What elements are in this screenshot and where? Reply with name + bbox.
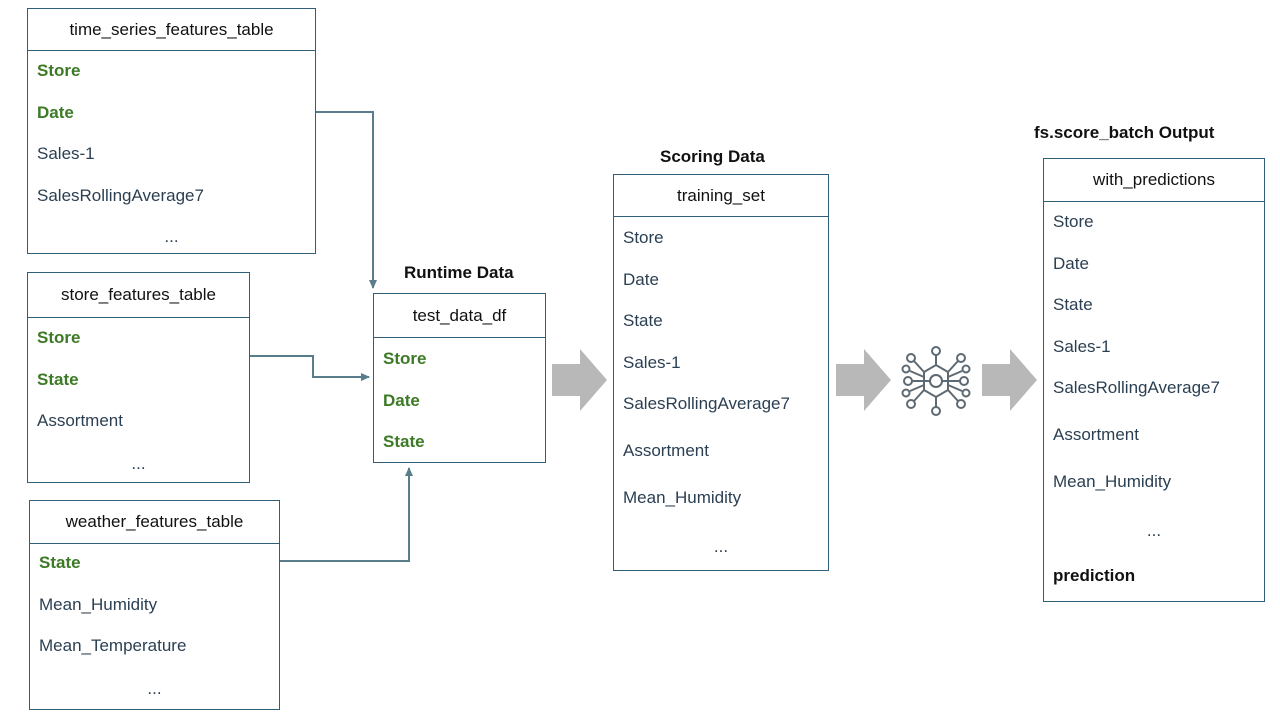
table-row: State — [383, 432, 425, 451]
table-row: Assortment — [37, 411, 123, 430]
table-row: Assortment — [623, 441, 709, 460]
test-data-df-table: test_data_df Store Date State — [373, 293, 546, 463]
table-row: Store — [623, 228, 664, 247]
neural-network-icon — [901, 346, 971, 416]
flow-arrow-1 — [552, 349, 607, 411]
with-predictions-table: with_predictions Store Date State Sales-… — [1043, 158, 1265, 602]
table-row: SalesRollingAverage7 — [623, 394, 790, 413]
table-title: time_series_features_table — [28, 9, 315, 51]
table-row: SalesRollingAverage7 — [37, 186, 204, 205]
table-row: Mean_Temperature — [39, 636, 187, 655]
table-row: Assortment — [1053, 425, 1139, 444]
table-row: Date — [1053, 254, 1089, 273]
table-title: weather_features_table — [30, 501, 279, 544]
flow-arrow-2 — [836, 349, 891, 411]
table-row: Mean_Humidity — [623, 488, 742, 507]
table-row: State — [623, 311, 663, 330]
table-row: Store — [383, 349, 427, 368]
weather-features-table: weather_features_table State Mean_Humidi… — [29, 500, 280, 710]
table-row: State — [39, 553, 81, 572]
table-row: Date — [383, 391, 420, 410]
prediction-row: prediction — [1053, 566, 1136, 585]
table-row: ... — [164, 227, 179, 246]
table-row: Mean_Humidity — [39, 595, 158, 614]
table-row: State — [37, 370, 79, 389]
table-row: Mean_Humidity — [1053, 472, 1172, 491]
connector-store-to-runtime — [250, 355, 370, 381]
table-row: Sales-1 — [37, 144, 95, 163]
table-title: training_set — [614, 175, 828, 217]
table-row: Sales-1 — [623, 353, 681, 372]
connector-weather-to-runtime — [280, 467, 413, 562]
table-title: with_predictions — [1044, 159, 1264, 202]
scoring-data-heading: Scoring Data — [660, 147, 765, 166]
store-features-table: store_features_table Store State Assortm… — [27, 272, 250, 483]
table-row: Store — [37, 61, 81, 80]
table-row: ... — [131, 454, 146, 473]
table-row: Date — [623, 270, 659, 289]
flow-arrow-3 — [982, 349, 1037, 411]
connector-time-series-to-runtime — [316, 111, 377, 289]
time-series-features-table: time_series_features_table Store Date Sa… — [27, 8, 316, 254]
table-row: ... — [713, 537, 729, 556]
table-row: ... — [147, 679, 162, 698]
training-set-table: training_set Store Date State Sales-1 Sa… — [613, 174, 829, 571]
table-row: ... — [1146, 521, 1162, 540]
table-row: SalesRollingAverage7 — [1053, 378, 1220, 397]
table-row: Date — [37, 103, 74, 122]
table-row: Sales-1 — [1053, 337, 1111, 356]
runtime-data-heading: Runtime Data — [404, 263, 514, 282]
table-title: test_data_df — [374, 294, 545, 338]
table-row: State — [1053, 295, 1093, 314]
table-row: Store — [1053, 212, 1094, 231]
score-batch-output-heading: fs.score_batch Output — [1034, 123, 1215, 142]
table-title: store_features_table — [28, 273, 249, 318]
table-row: Store — [37, 328, 81, 347]
